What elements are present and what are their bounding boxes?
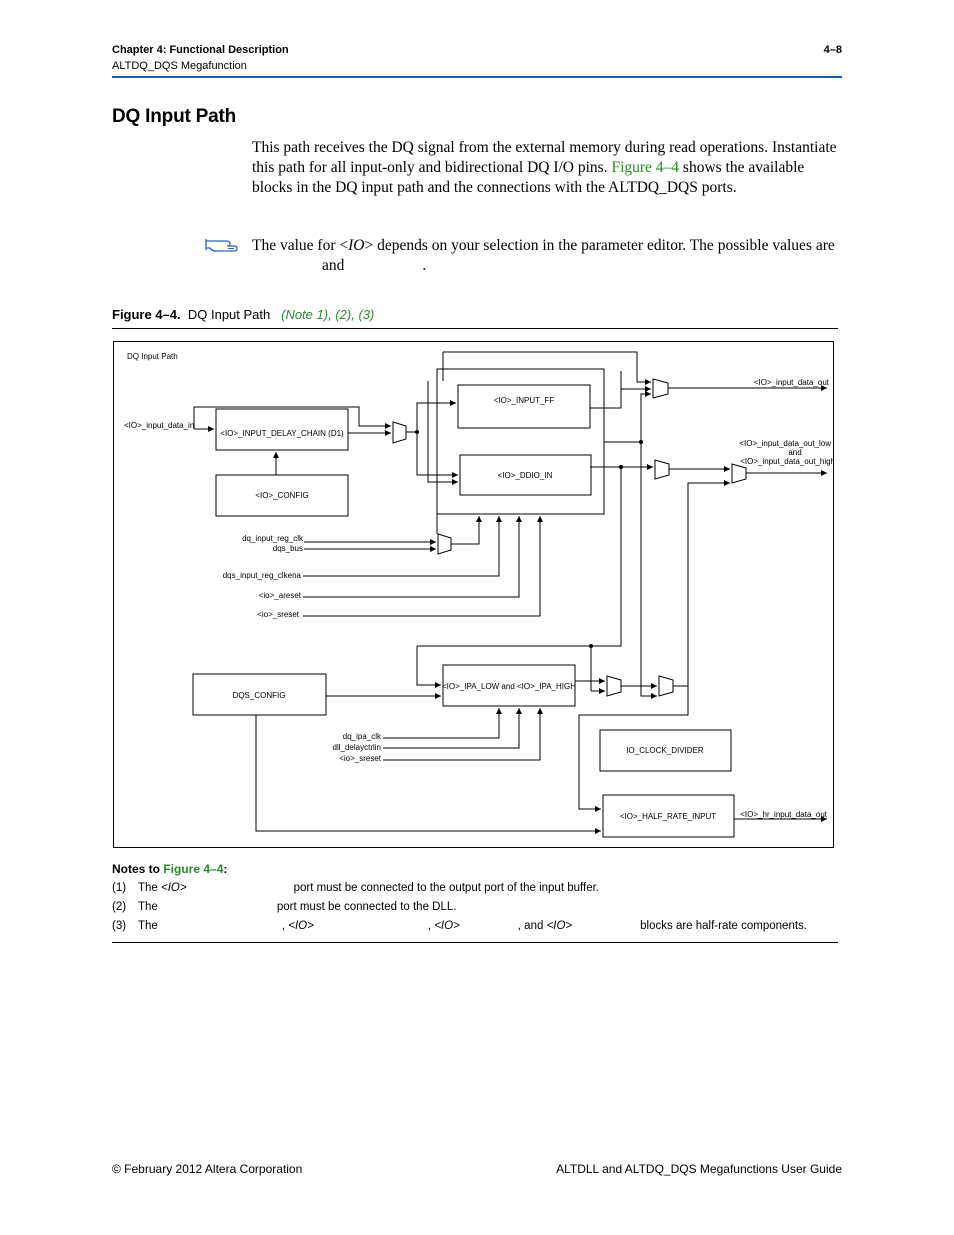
note-lead: The xyxy=(138,901,158,913)
paragraph-text: This path receives the DQ signal from th… xyxy=(252,139,837,176)
note-item-1: (1) The <IO> port must be connected to the… xyxy=(112,882,599,894)
note-number: (2) xyxy=(112,901,127,913)
note-item-3: (3)The, <IO>, <IO>, and <IO>blocks are h… xyxy=(112,920,807,932)
ddio-mux xyxy=(654,459,670,480)
figure-note-1-link[interactable]: (Note 1) xyxy=(281,307,329,322)
block-label-input-ff: <IO>_INPUT_FF xyxy=(494,396,555,405)
half-rate-input-block xyxy=(602,794,735,838)
footer-copyright: © February 2012 Altera Corporation xyxy=(112,1162,303,1176)
ipa-mux-2 xyxy=(658,675,674,697)
ipa-mux-1 xyxy=(606,675,622,697)
clk-mux xyxy=(437,533,452,555)
note-part2: > depends on your selection in the param… xyxy=(364,237,835,254)
caption-rule xyxy=(112,328,838,329)
block-label-half-rate-input: <IO>_HALF_RATE_INPUT xyxy=(620,812,716,821)
delay-mux xyxy=(392,421,407,444)
signal-sreset: <io>_sreset xyxy=(257,610,300,619)
diagram-title: DQ Input Path xyxy=(127,352,178,361)
figure-link[interactable]: Figure 4–4 xyxy=(611,159,680,176)
figure-caption: Figure 4–4. DQ Input Path (Note 1), (2),… xyxy=(112,307,374,322)
low-high-mux xyxy=(731,463,747,484)
note-lead: The xyxy=(138,882,162,894)
note-item-2: (2) The port must be connected to the DLL. xyxy=(112,901,456,913)
signal-dq-ipa-clk: dq_ipa_clk xyxy=(343,732,382,741)
chapter-heading: Chapter 4: Functional Description xyxy=(112,44,289,56)
note-number: (1) xyxy=(112,882,127,894)
signal-out-low: <IO>_input_data_out_low xyxy=(739,439,831,448)
notes-heading: Notes to Figure 4–4: xyxy=(112,862,227,876)
note-text: The value for <IO> depends on your selec… xyxy=(252,236,842,276)
pointing-hand-icon xyxy=(204,235,244,260)
signal-dq-input-reg-clk: dq_input_reg_clk xyxy=(242,534,304,543)
note-io: <IO> xyxy=(288,920,314,932)
dq-input-path-diagram: DQ Input Path <IO>_INPUT_DELAY_CHAIN (D1… xyxy=(113,341,834,848)
notes-rule xyxy=(112,942,838,943)
note-and: and xyxy=(322,257,345,274)
signal-hr-input-data-out: <IO>_hr_input_data_out xyxy=(740,810,828,819)
header-rule xyxy=(112,76,842,78)
signal-dqs-input-reg-clkena: dqs_input_reg_clkena xyxy=(223,571,302,580)
note-sep: , xyxy=(281,920,286,932)
dqs-config-block xyxy=(192,673,327,716)
figure-note-sep-2: , xyxy=(351,307,359,322)
input-delay-chain-block xyxy=(215,408,349,451)
note-text-1: port must be connected to the output por… xyxy=(293,882,599,894)
note-end: . xyxy=(422,257,427,274)
figure-note-2-link[interactable]: (2) xyxy=(335,307,352,322)
block-label-ddio-in: <IO>_DDIO_IN xyxy=(498,471,553,480)
notes-figure-link[interactable]: Figure 4–4 xyxy=(163,862,224,876)
block-label-io-clock-divider: IO_CLOCK_DIVIDER xyxy=(626,746,704,755)
figure-note-sep-1: , xyxy=(328,307,336,322)
figure-title: DQ Input Path xyxy=(187,307,271,322)
signal-and: and xyxy=(788,448,801,457)
signal-ipa-sreset: <io>_sreset xyxy=(339,754,382,763)
page-number: 4–8 xyxy=(823,44,842,56)
block-label-dqs-config: DQS_CONFIG xyxy=(233,691,286,700)
signal-dll-delayctrlin: dll_delayctrlin xyxy=(333,743,381,752)
input-ff-block xyxy=(457,384,591,429)
input-register-group xyxy=(436,368,605,515)
section-title: DQ Input Path xyxy=(112,106,237,127)
note-part1: The value for < xyxy=(252,237,349,254)
ddio-in-block xyxy=(459,454,592,496)
io-clock-divider-block xyxy=(599,729,732,772)
section-paragraph: This path receives the DQ signal from th… xyxy=(252,138,842,198)
note-io: <IO> xyxy=(434,920,460,932)
output-mux xyxy=(652,378,669,399)
figure-label: Figure 4–4. xyxy=(112,307,181,322)
signal-input-data-in: <IO>_input_data_in xyxy=(124,421,194,430)
config-block xyxy=(215,474,349,517)
note-text-3: blocks are half-rate components. xyxy=(640,920,807,932)
chapter-subtitle: ALTDQ_DQS Megafunction xyxy=(112,60,247,72)
note-sep: , xyxy=(427,920,432,932)
footer-guide-title: ALTDLL and ALTDQ_DQS Megafunctions User … xyxy=(556,1162,842,1176)
note-sep: , and xyxy=(517,920,544,932)
notes-heading-suffix: : xyxy=(223,862,228,876)
note-lead: The xyxy=(138,920,158,932)
notes-heading-prefix: Notes to xyxy=(112,862,164,876)
paragraph-text-end: shows the available blocks in the DQ inp… xyxy=(252,159,805,196)
signal-input-data-out: <IO>_input_data_out xyxy=(754,378,830,387)
note-io: IO xyxy=(348,237,365,254)
signal-out-high: <IO>_input_data_out_high xyxy=(740,457,833,466)
note-io: <IO> xyxy=(161,882,187,894)
note-text-2: port must be connected to the DLL. xyxy=(276,901,457,913)
note-number: (3) xyxy=(112,920,127,932)
block-label-config: <IO>_CONFIG xyxy=(255,491,308,500)
note-io: <IO> xyxy=(546,920,573,932)
signal-areset: <io>_areset xyxy=(259,591,302,600)
block-label-ipa: <IO>_IPA_LOW and <IO>_IPA_HIGH xyxy=(442,682,576,691)
signal-dqs-bus: dqs_bus xyxy=(273,544,303,553)
figure-note-3-link[interactable]: (3) xyxy=(358,307,375,322)
block-label-input-delay-chain: <IO>_INPUT_DELAY_CHAIN (D1) xyxy=(220,429,344,438)
ipa-block xyxy=(442,664,576,707)
